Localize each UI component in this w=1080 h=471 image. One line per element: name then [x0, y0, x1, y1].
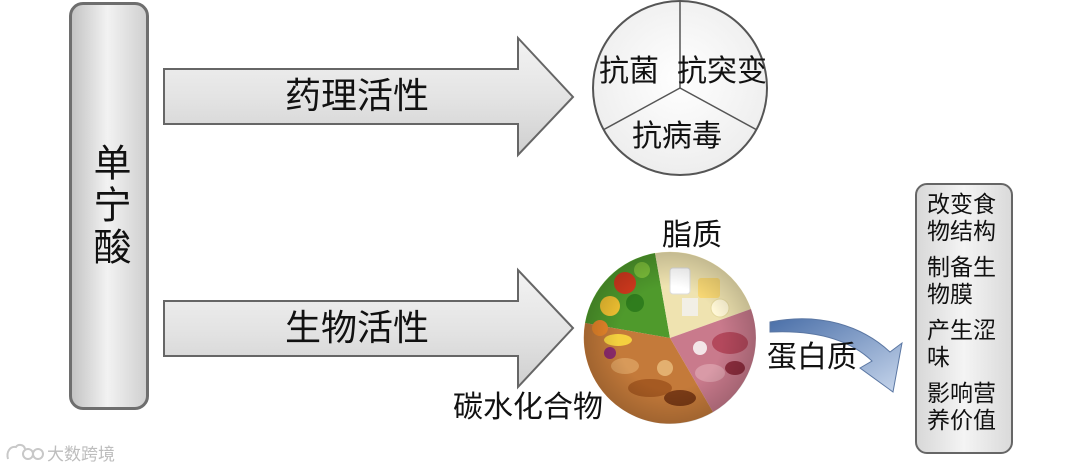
change-food-structure-item: 改变食物结构 [927, 192, 996, 245]
affect-nutritional-value-item: 影响营养价值 [927, 381, 996, 434]
antimutagenic-label: 抗突变 [677, 54, 767, 89]
watermark-logo-icon [6, 443, 44, 460]
watermark-text: 大数跨境 [47, 445, 115, 465]
carbohydrate-label: 碳水化合物 [453, 390, 603, 425]
pharmacological-activity-circle [592, 0, 768, 176]
pharmacological-arrow [163, 35, 575, 158]
pharmacological-activity-label: 药理活性 [285, 76, 430, 117]
circle-divider-left [602, 87, 681, 131]
circle-divider-right [679, 87, 758, 131]
antiviral-label: 抗病毒 [632, 119, 722, 154]
protein-label: 蛋白质 [767, 340, 857, 375]
biological-activity-label: 生物活性 [285, 308, 430, 349]
biological-arrow [163, 267, 575, 390]
pie-shading [584, 252, 756, 424]
produce-astringency-item: 产生涩味 [927, 318, 996, 371]
antibacterial-label: 抗菌 [599, 54, 659, 89]
tannic-acid-label: 单宁酸 [87, 143, 131, 269]
watermark: 大数跨境 [4, 440, 115, 465]
food-pie-image [583, 251, 756, 424]
tannic-acid-box: 单宁酸 [69, 2, 149, 410]
curved-blue-arrow [769, 318, 903, 393]
lipid-label: 脂质 [662, 218, 722, 253]
prepare-biofilm-item: 制备生物膜 [927, 255, 996, 308]
food-applications-box: 改变食物结构 制备生物膜 产生涩味 影响营养价值 [915, 183, 1013, 454]
